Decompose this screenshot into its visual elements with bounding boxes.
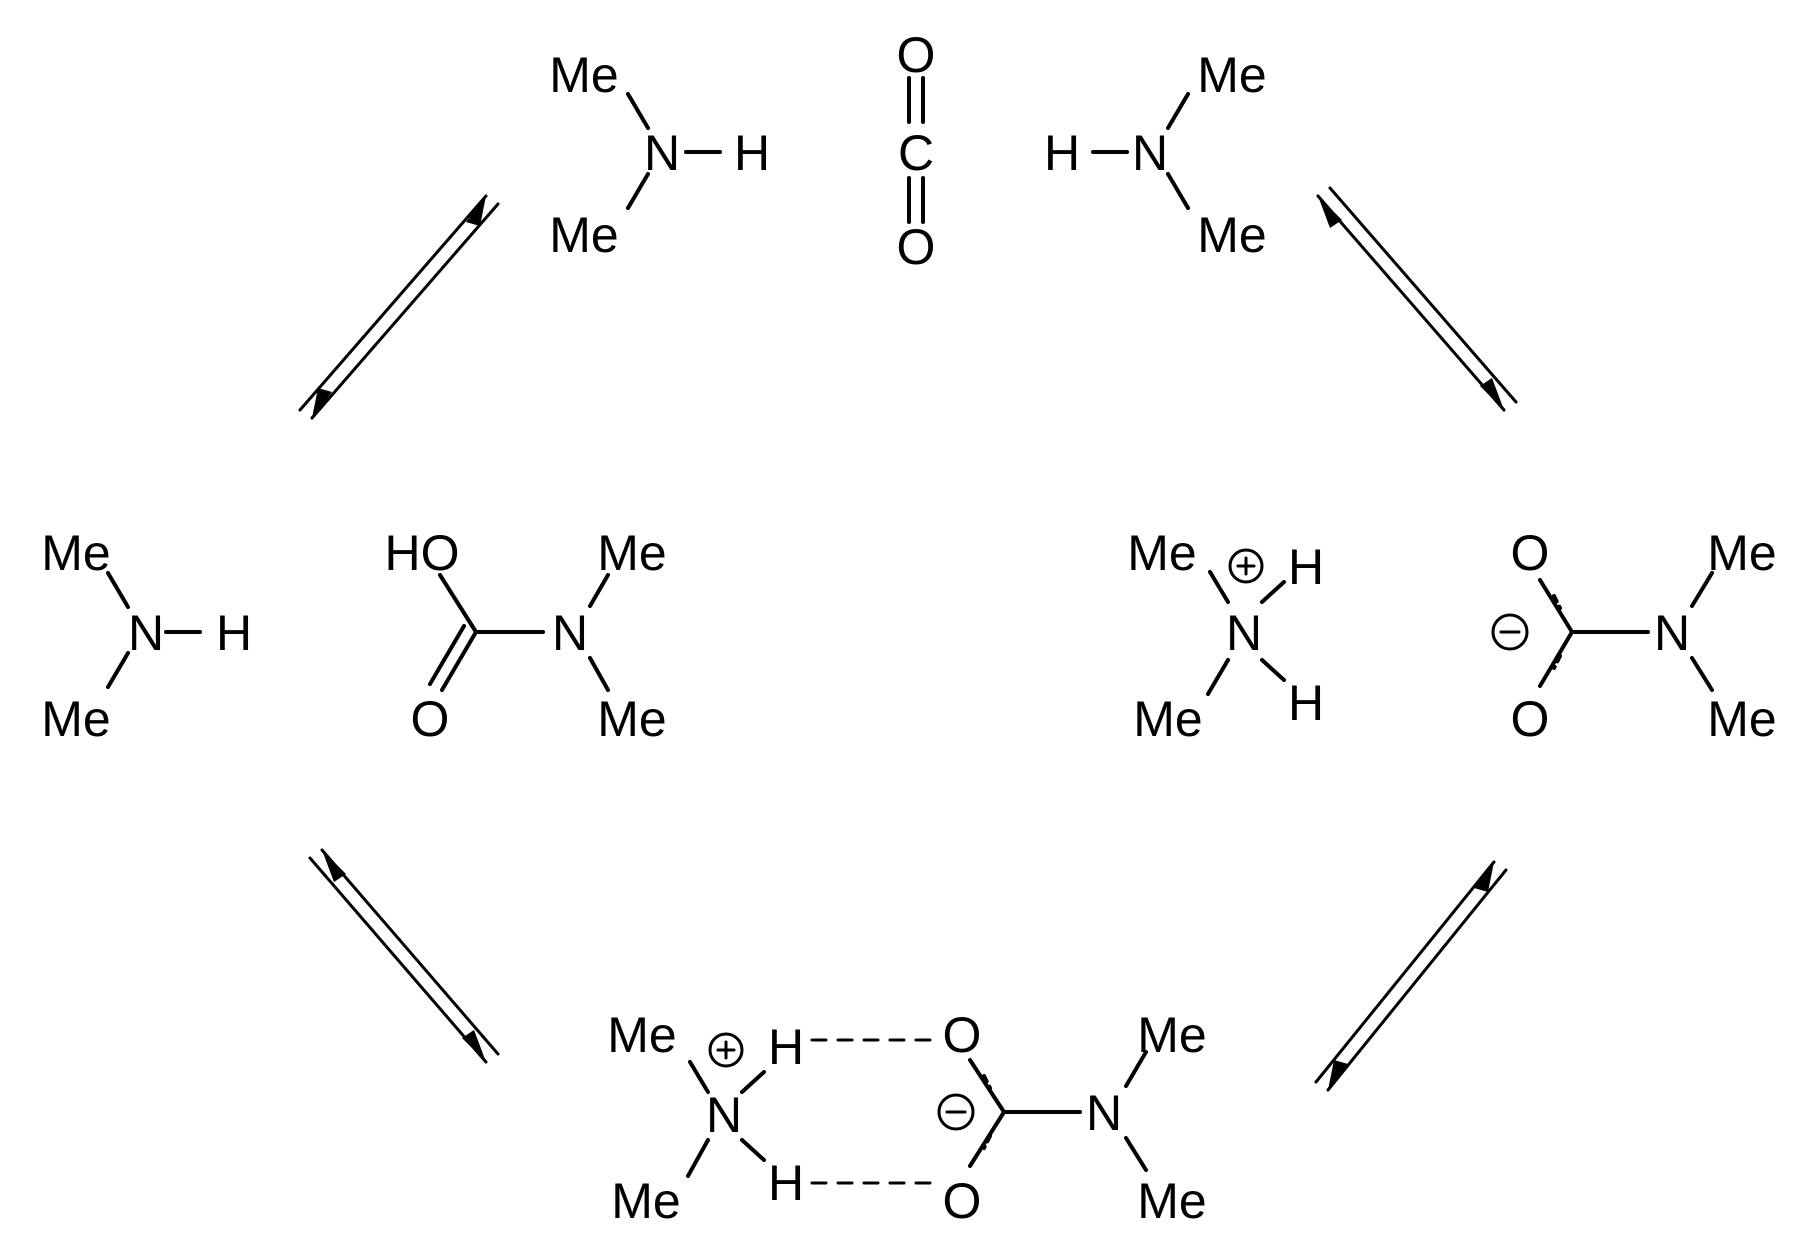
ammonium-me-lower: Me [1133,691,1202,747]
carbamate-o-upper: O [1511,525,1550,581]
middle-right-ammonium [1206,548,1286,696]
bottom-carbamate [937,1050,1148,1172]
ammonium-me-upper: Me [1127,525,1196,581]
top-right-h: H [1044,125,1080,181]
carbon-dioxide [907,76,925,224]
pair-h-lower: H [768,1155,804,1211]
co2-c: C [898,125,934,181]
top-left-me-lower: Me [549,207,618,263]
mid-left-h: H [216,605,252,661]
top-left-me-upper: Me [549,47,618,103]
hydrogen-bonds [810,1038,934,1185]
mid-left-me-upper: Me [41,525,110,581]
pair-me-lower: Me [611,1173,680,1229]
top-left-dimethylamine [626,92,722,210]
carbamate-n: N [1654,605,1690,661]
acid-me-lower: Me [597,691,666,747]
middle-left-dimethylamine [106,571,202,689]
pair-h-upper: H [768,1019,804,1075]
top-right-me-upper: Me [1197,47,1266,103]
acid-me-upper: Me [597,525,666,581]
ammonium-h-lower: H [1288,675,1324,731]
equilibrium-arrow-left-upper [298,194,500,420]
bottom-ammonium [686,1032,766,1178]
pair-me-upper: Me [607,1007,676,1063]
carbamate-me-lower: Me [1707,691,1776,747]
pair-carbamate-me-upper: Me [1137,1007,1206,1063]
co2-o-bottom: O [897,219,936,275]
equilibrium-arrow-left-lower [308,848,500,1064]
top-right-dimethylamine [1091,92,1190,210]
top-left-h: H [734,125,770,181]
pair-o-upper: O [943,1007,982,1063]
acid-ho: HO [385,525,460,581]
middle-right-carbamate [1491,571,1714,692]
acid-n: N [552,605,588,661]
carbamate-o-lower: O [1511,691,1550,747]
equilibrium-arrow-right-upper [1316,186,1518,412]
carbamic-acid [428,573,610,692]
top-left-n: N [644,125,680,181]
top-right-n: N [1132,125,1168,181]
ammonium-h-upper: H [1288,539,1324,595]
mid-left-me-lower: Me [41,691,110,747]
pair-carbamate-me-lower: Me [1137,1173,1206,1229]
top-right-me-lower: Me [1197,207,1266,263]
ammonium-n: N [1226,605,1262,661]
pair-n: N [706,1087,742,1143]
pair-o-lower: O [943,1173,982,1229]
acid-o: O [411,691,450,747]
mid-left-n: N [128,605,164,661]
carbamate-me-upper: Me [1707,525,1776,581]
co2-o-top: O [897,27,936,83]
pair-carbamate-n: N [1086,1085,1122,1141]
equilibrium-arrow-right-lower [1314,860,1508,1092]
